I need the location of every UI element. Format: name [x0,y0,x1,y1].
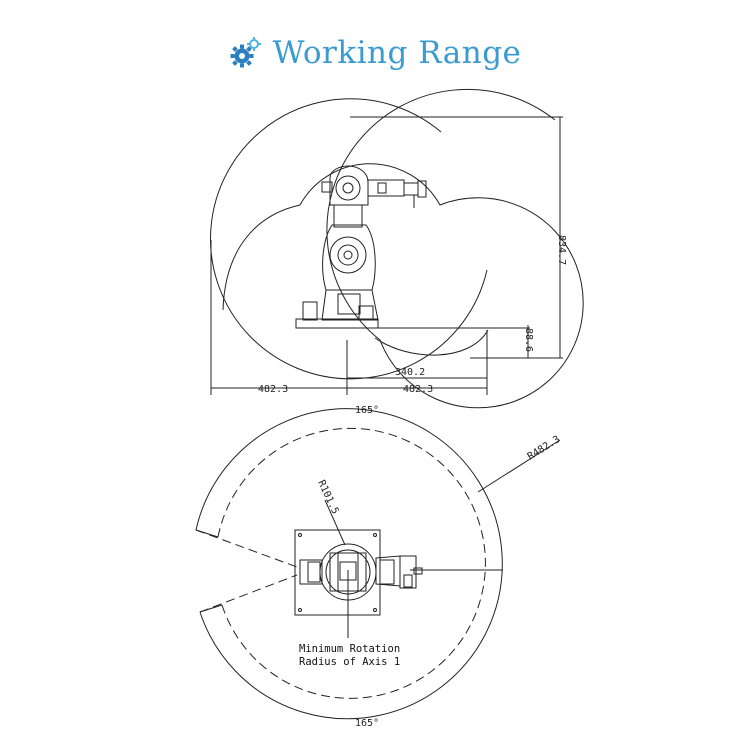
angle-top: 165° [355,405,379,416]
angle-bottom: 165° [355,718,379,729]
radius-outer-label: R482.3 [526,434,562,462]
robot-upper-arm [329,165,369,206]
dim-right: 482.3 [403,384,433,395]
radius-inner-label: R101.5 [315,479,340,516]
side-view [210,88,584,409]
radius-inner-leader [324,499,346,546]
robot-lower-arm [322,224,376,291]
robot-base-plate [295,318,379,329]
top-view [195,408,561,720]
dim-base: 88.6 [523,328,534,352]
gears-icon [229,36,263,70]
radius-outer-leader [477,439,561,493]
outer-reach-arc [299,88,584,409]
dim-left: 482.3 [258,384,288,395]
note-line-2: Radius of Axis 1 [299,656,400,668]
page-title: Working Range [272,35,522,71]
outer-envelope-arc [210,98,488,380]
inner-envelope-arc [222,204,301,311]
dim-height: 834.7 [556,235,567,265]
note-line-1: Minimum Rotation [299,643,400,655]
header: Working Range [0,28,750,78]
outer-working-circle [195,408,503,720]
dim-reach-inner: 340.2 [395,367,425,378]
